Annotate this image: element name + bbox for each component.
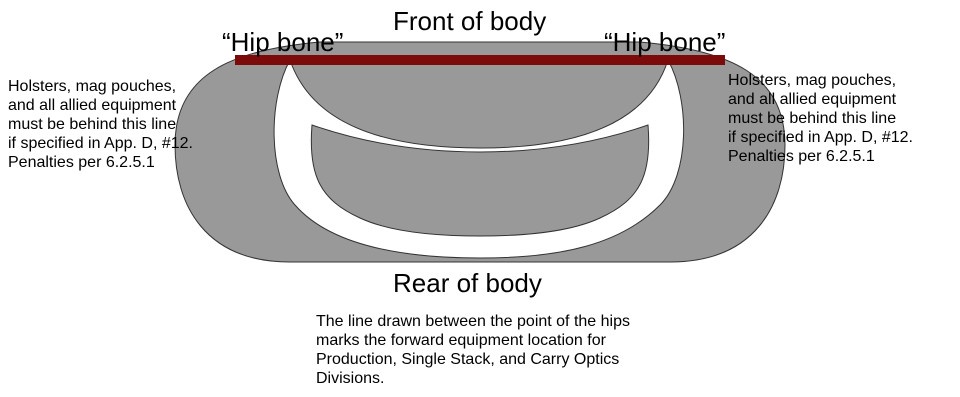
note-line: must be behind this line xyxy=(8,115,193,134)
note-line: Holsters, mag pouches, xyxy=(728,71,913,90)
note-line: Penalties per 6.2.5.1 xyxy=(8,153,193,172)
note-line: marks the forward equipment location for xyxy=(316,331,630,350)
hip-line-explanation: The line drawn between the point of the … xyxy=(316,312,630,388)
note-line: and all allied equipment xyxy=(728,90,913,109)
note-line: if specified in App. D, #12. xyxy=(8,134,193,153)
note-line: Penalties per 6.2.5.1 xyxy=(728,147,913,166)
note-line: Divisions. xyxy=(316,369,630,388)
left-equipment-note: Holsters, mag pouches, and all allied eq… xyxy=(8,77,193,172)
note-line: Holsters, mag pouches, xyxy=(8,77,193,96)
hip-bone-left-label: “Hip bone” xyxy=(222,27,343,58)
front-of-body-label: Front of body xyxy=(393,6,546,37)
rear-of-body-label: Rear of body xyxy=(393,268,542,299)
note-line: must be behind this line xyxy=(728,109,913,128)
note-line: Production, Single Stack, and Carry Opti… xyxy=(316,350,630,369)
right-equipment-note: Holsters, mag pouches, and all allied eq… xyxy=(728,71,913,166)
hip-bone-right-label: “Hip bone” xyxy=(604,27,725,58)
note-line: The line drawn between the point of the … xyxy=(316,312,630,331)
note-line: if specified in App. D, #12. xyxy=(728,128,913,147)
note-line: and all allied equipment xyxy=(8,96,193,115)
